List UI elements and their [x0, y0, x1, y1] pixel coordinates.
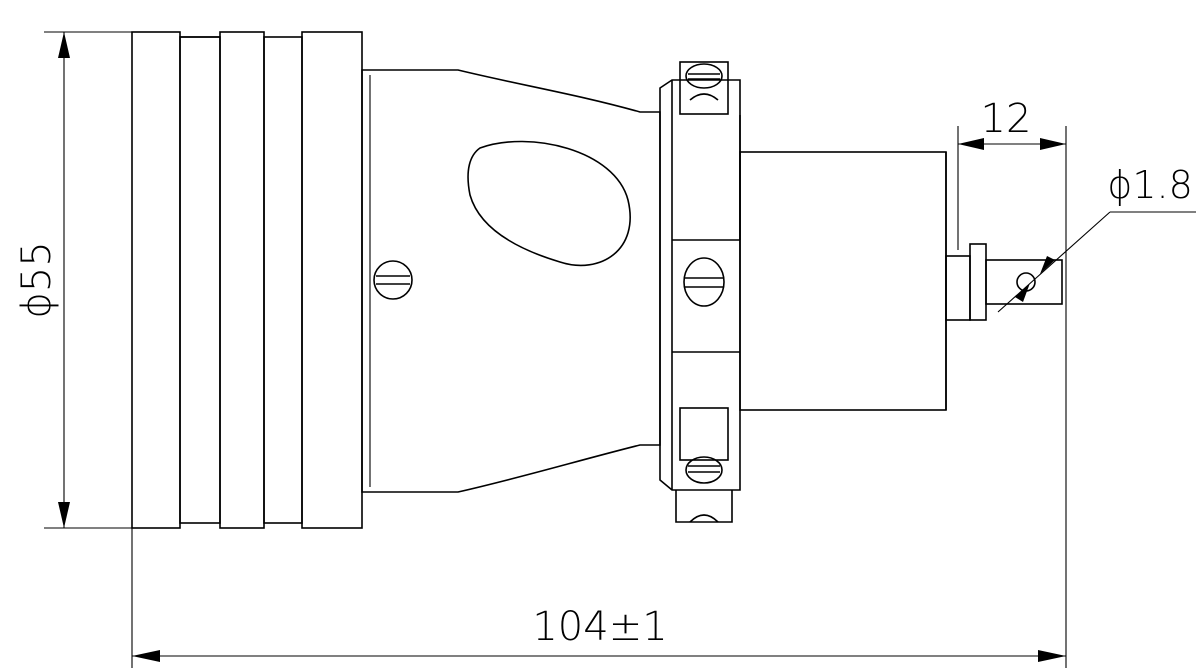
overall-length-label: 104±1 — [532, 604, 667, 650]
pin-diameter-label: ϕ1.8 — [1107, 163, 1193, 207]
connector-shell — [361, 69, 661, 493]
dimension-pin-length: 12 — [957, 96, 1066, 250]
dimension-diameter-55: ϕ55 — [14, 31, 132, 529]
contact-pin — [945, 243, 1063, 321]
dimension-overall-length: 104±1 — [131, 126, 1067, 668]
clamp-ring — [659, 61, 741, 523]
shell-screw-icon — [373, 260, 413, 300]
diameter-body-label: ϕ55 — [14, 241, 60, 318]
rear-cylinder — [739, 151, 947, 411]
shell-window — [467, 140, 631, 267]
dimension-pin-diameter: ϕ1.8 — [997, 163, 1196, 313]
knurled-coupling-nut — [131, 31, 363, 529]
pin-length-label: 12 — [981, 96, 1032, 142]
